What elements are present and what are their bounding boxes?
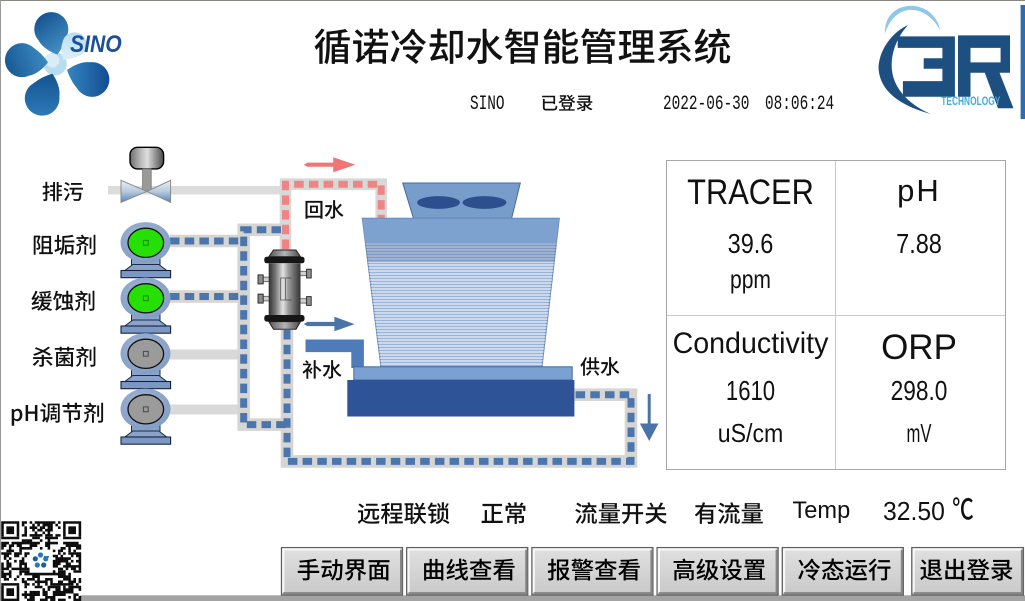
svg-text:TECHNOLOGY: TECHNOLOGY [941,94,1000,108]
